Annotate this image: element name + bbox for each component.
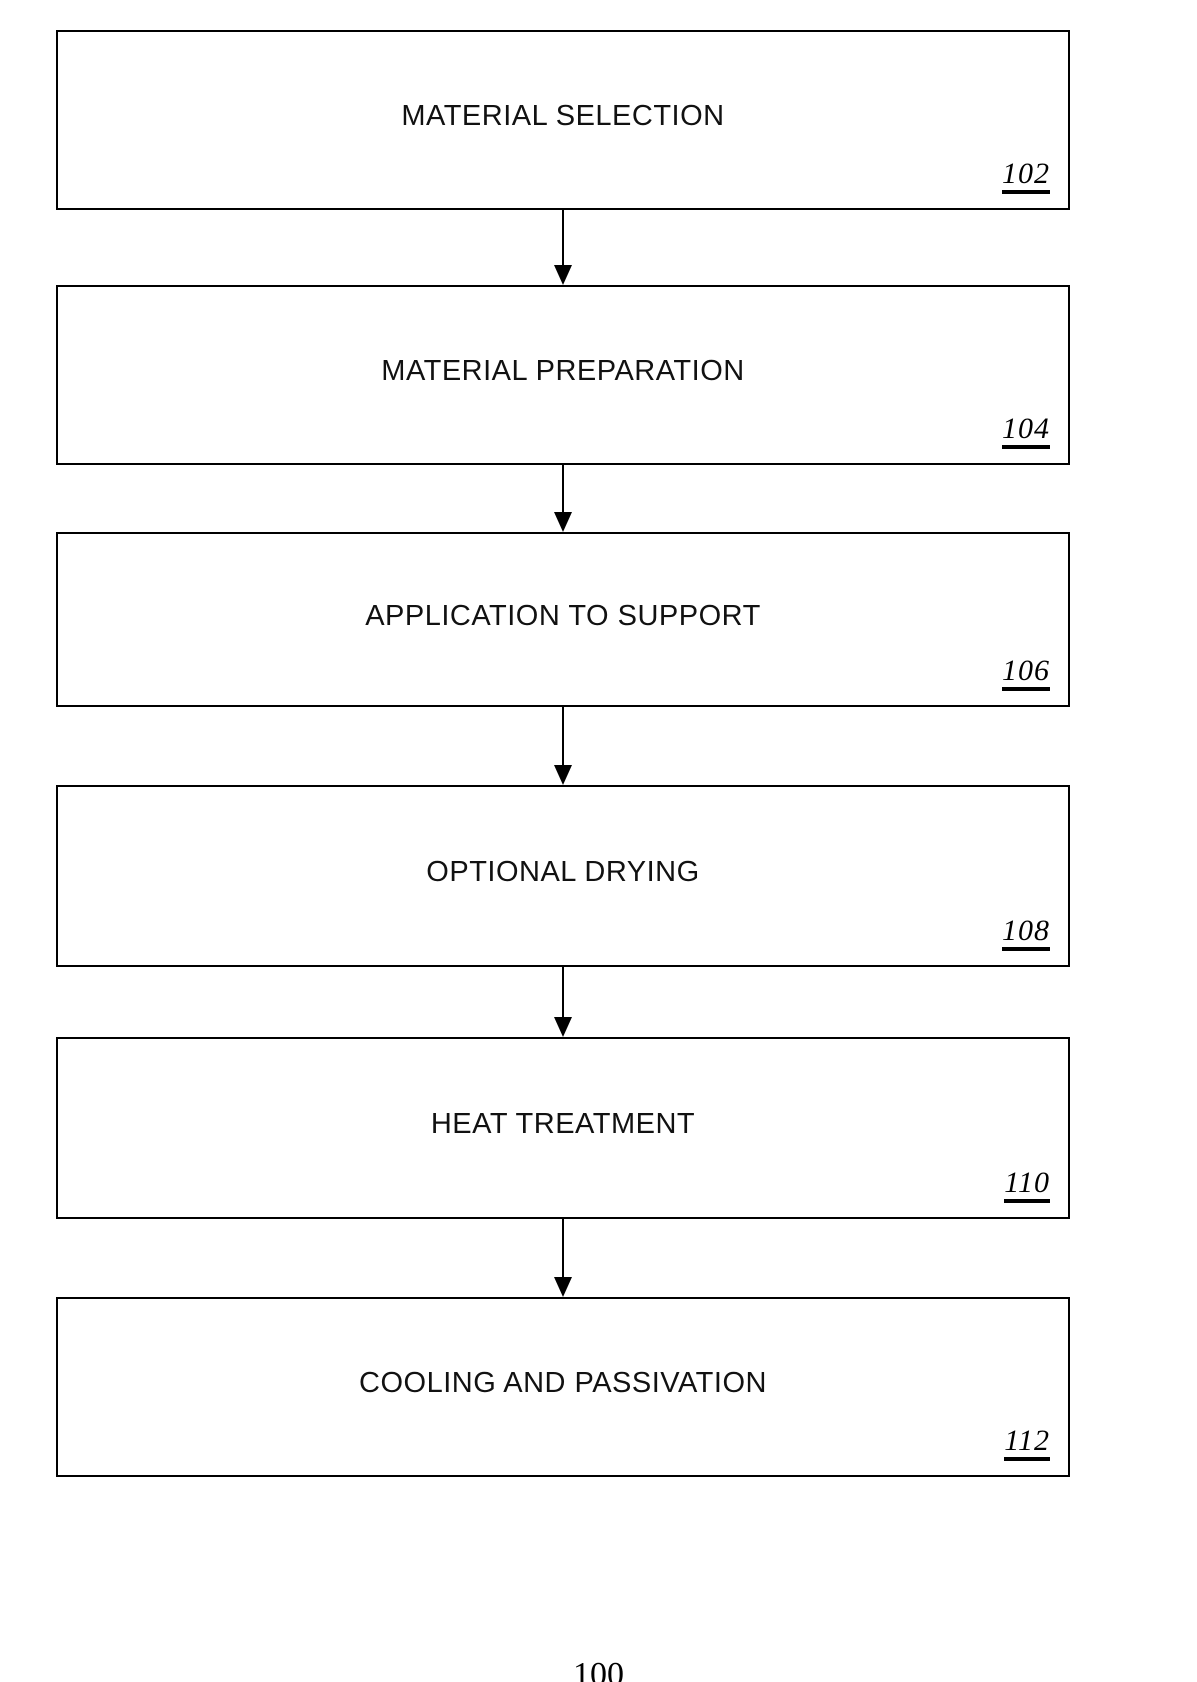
reference-numeral: 112 bbox=[1004, 1426, 1050, 1461]
process-step-110[interactable]: HEAT TREATMENT 110 bbox=[56, 1037, 1070, 1219]
arrow-shaft bbox=[562, 707, 564, 767]
process-step-label: HEAT TREATMENT bbox=[430, 1108, 696, 1141]
process-step-108[interactable]: OPTIONAL DRYING 108 bbox=[56, 785, 1070, 967]
arrow-head-icon bbox=[554, 1017, 572, 1037]
flow-arrow-110-to-112 bbox=[56, 1219, 1070, 1297]
process-step-label: MATERIAL SELECTION bbox=[401, 100, 725, 133]
arrow-shaft bbox=[562, 1219, 564, 1279]
arrow-shaft bbox=[562, 210, 564, 267]
arrow-shaft bbox=[562, 967, 564, 1019]
reference-numeral: 102 bbox=[1002, 159, 1050, 194]
flow-arrow-106-to-108 bbox=[56, 707, 1070, 785]
process-step-104[interactable]: MATERIAL PREPARATION 104 bbox=[56, 285, 1070, 465]
arrow-head-icon bbox=[554, 1277, 572, 1297]
process-step-label: MATERIAL PREPARATION bbox=[381, 355, 745, 388]
arrow-head-icon bbox=[554, 512, 572, 532]
process-step-label: OPTIONAL DRYING bbox=[426, 856, 700, 889]
arrow-head-icon bbox=[554, 765, 572, 785]
arrow-shaft bbox=[562, 465, 564, 514]
reference-numeral: 104 bbox=[1002, 414, 1050, 449]
reference-numeral: 108 bbox=[1002, 916, 1050, 951]
figure-number-label: 100 bbox=[573, 1658, 624, 1682]
reference-numeral: 106 bbox=[1002, 656, 1050, 691]
reference-numeral: 110 bbox=[1004, 1168, 1050, 1203]
process-step-102[interactable]: MATERIAL SELECTION 102 bbox=[56, 30, 1070, 210]
flow-arrow-104-to-106 bbox=[56, 465, 1070, 532]
process-step-label: APPLICATION TO SUPPORT bbox=[365, 599, 761, 632]
arrow-head-icon bbox=[554, 265, 572, 285]
process-step-label: COOLING AND PASSIVATION bbox=[359, 1367, 767, 1400]
flow-arrow-102-to-104 bbox=[56, 210, 1070, 285]
flow-arrow-108-to-110 bbox=[56, 967, 1070, 1037]
process-step-106[interactable]: APPLICATION TO SUPPORT 106 bbox=[56, 532, 1070, 707]
process-step-112[interactable]: COOLING AND PASSIVATION 112 bbox=[56, 1297, 1070, 1477]
